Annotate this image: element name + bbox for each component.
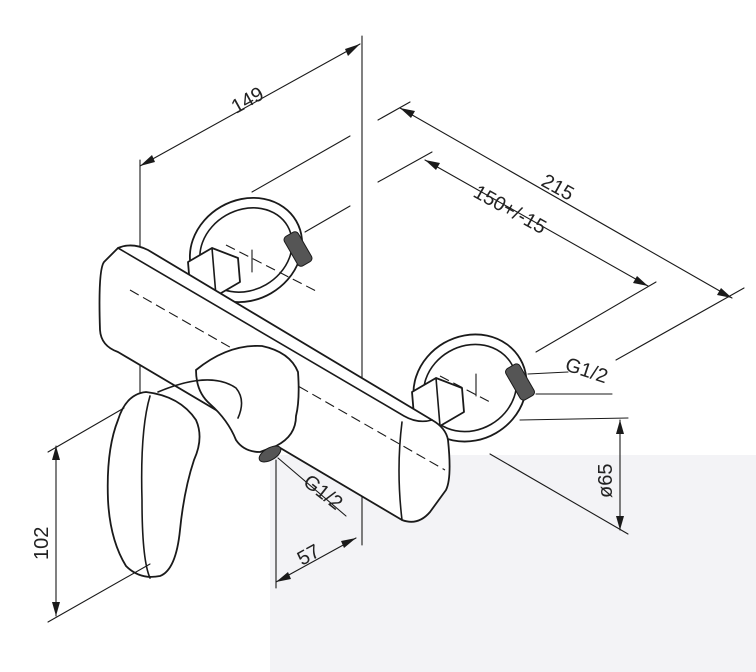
- dimension-215-label: 215: [538, 170, 578, 205]
- dimension-149-label: 149: [228, 83, 268, 118]
- dimension-spacing: 150+/-15: [377, 151, 657, 353]
- extension-line: [251, 135, 351, 193]
- dimension-spacing-label: 150+/-15: [470, 181, 550, 239]
- outlet-stem: [195, 345, 300, 463]
- thread-right-label: G1/2: [562, 354, 610, 388]
- lever-handle: [106, 379, 243, 579]
- dimension-102: 102: [31, 407, 151, 623]
- dimension-65-label: ø65: [595, 464, 617, 498]
- dimension-102-label: 102: [31, 527, 53, 560]
- dimension-65: ø65: [489, 417, 629, 535]
- background-shade: [270, 455, 756, 672]
- dimension-215: 215: [377, 101, 745, 361]
- extension-line: [304, 205, 351, 233]
- thread-label-right: G1/2: [527, 354, 613, 395]
